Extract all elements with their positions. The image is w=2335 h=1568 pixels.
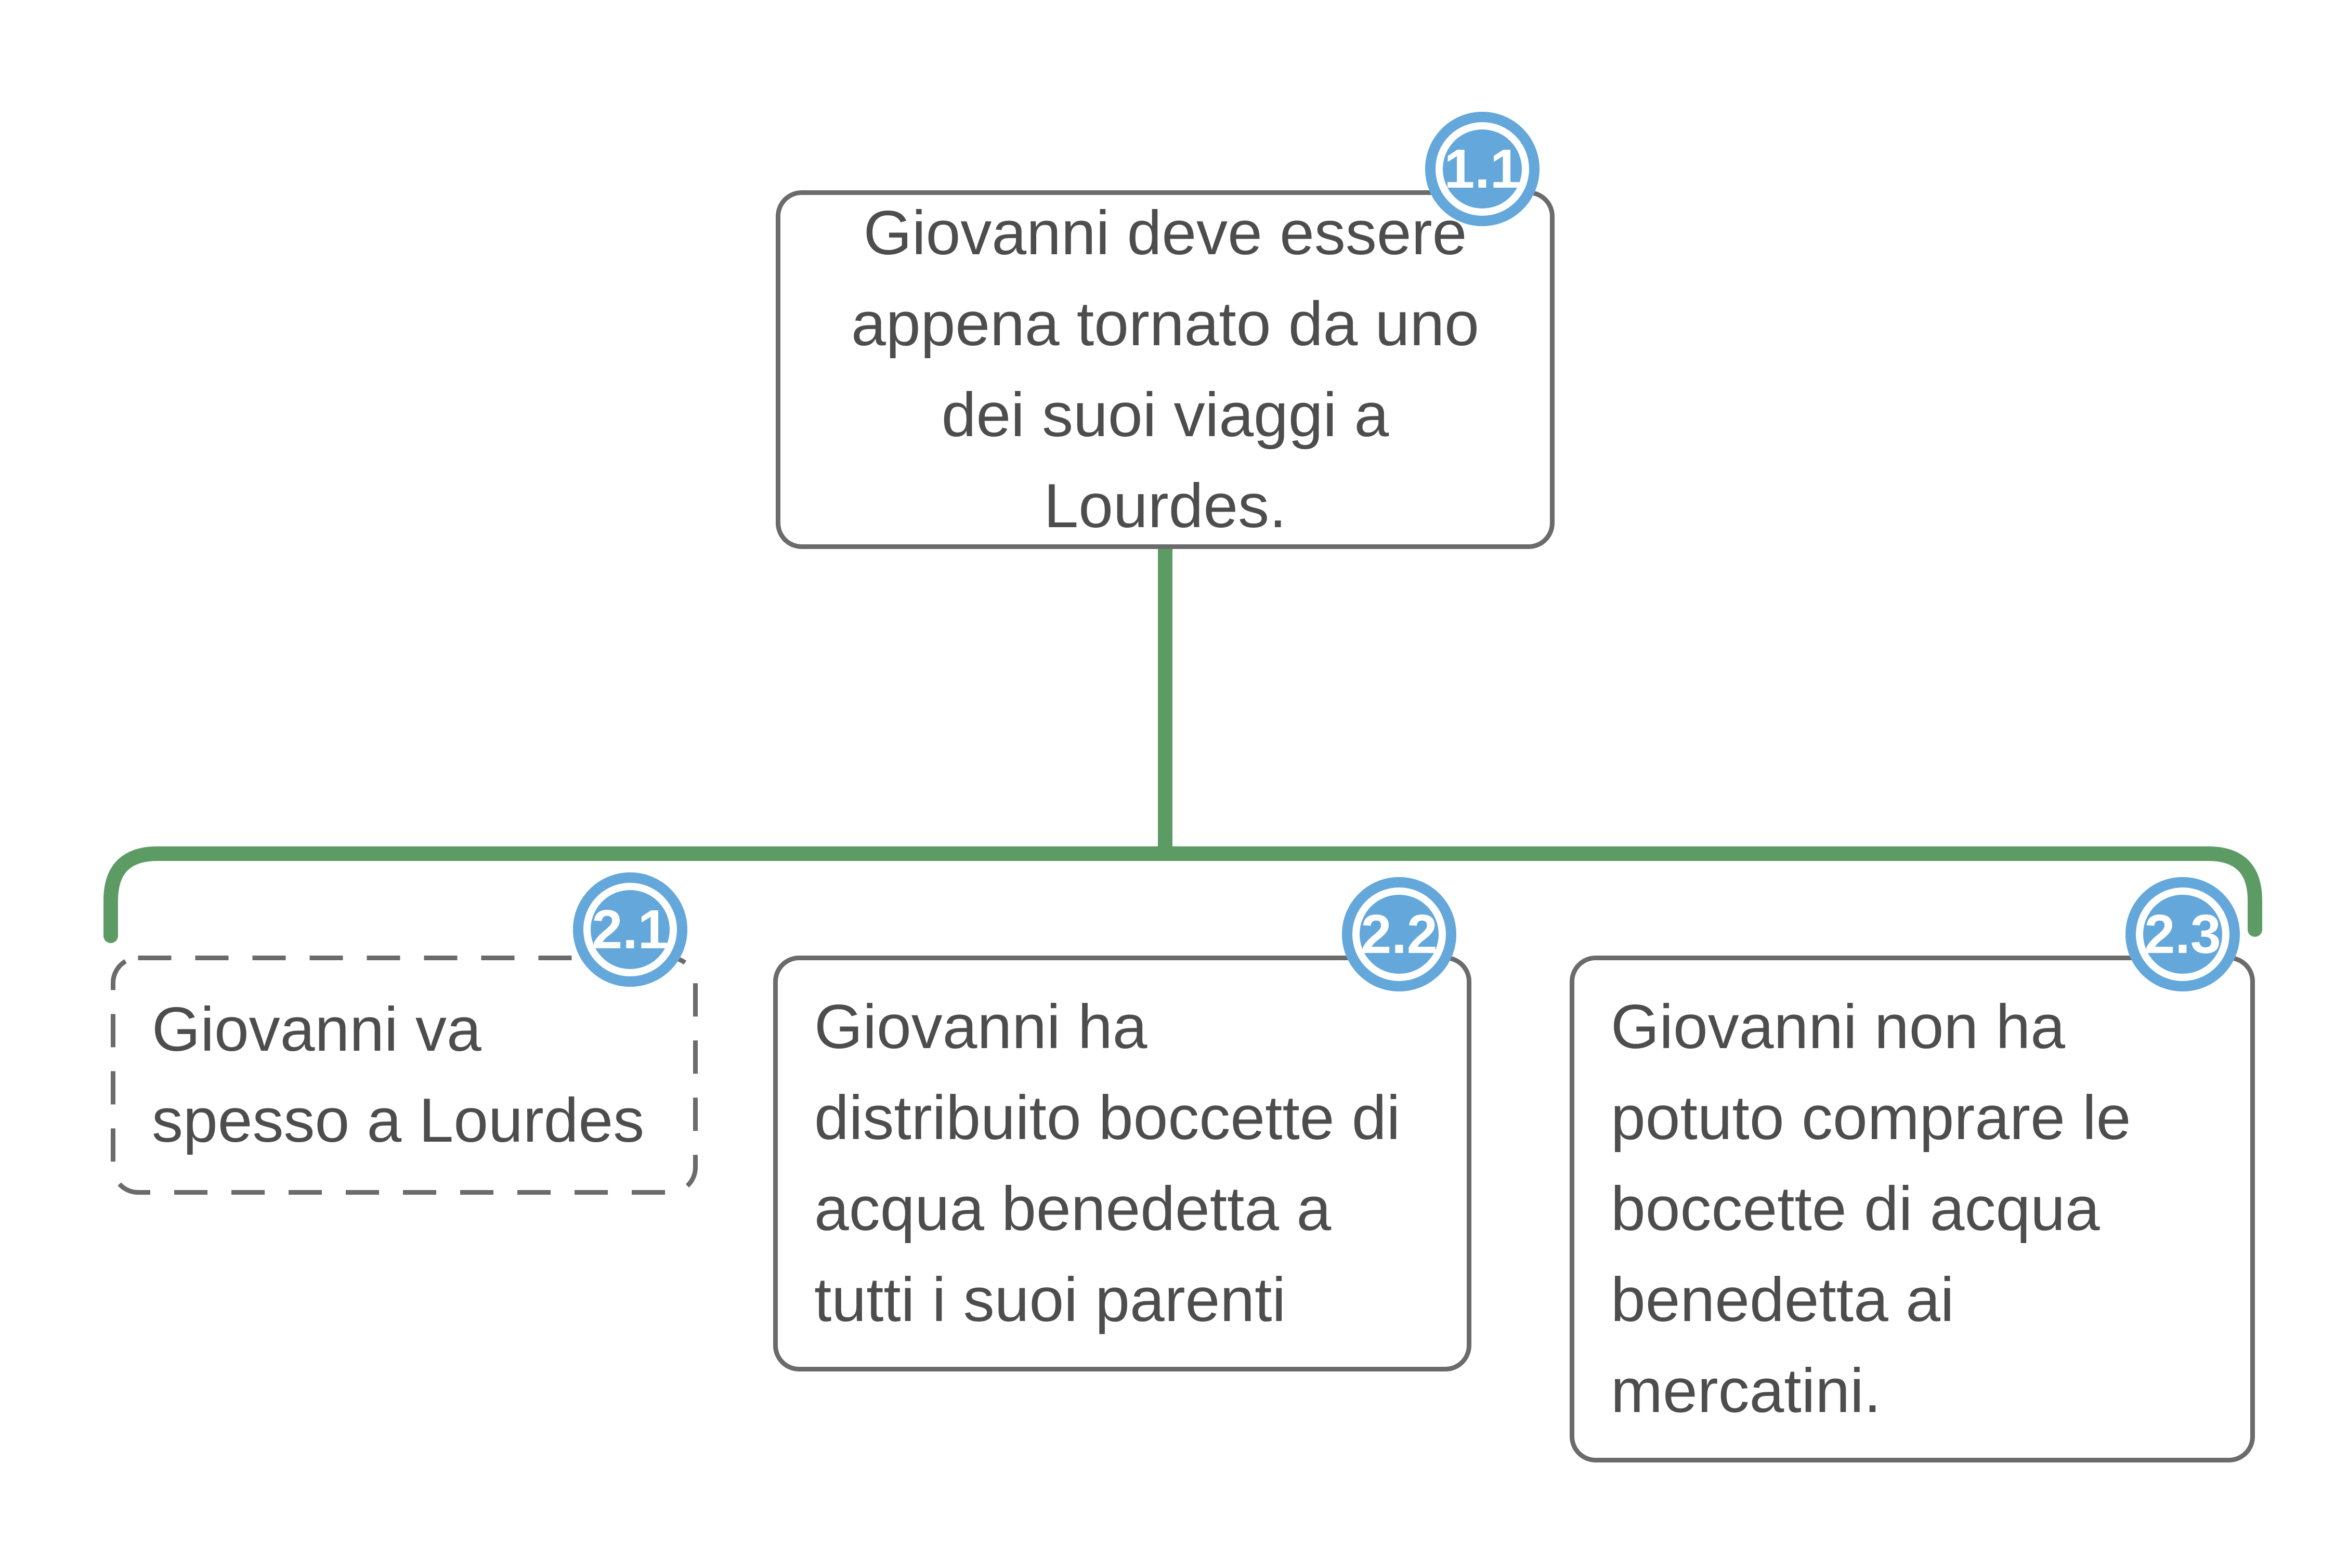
- premise-node-2-1[interactable]: Giovanni va spesso a Lourdes 2.1: [111, 872, 698, 1195]
- badge-label: 2.3: [2144, 904, 2221, 965]
- claim-node-text: Giovanni deve essere appena tornato da u…: [851, 198, 1479, 541]
- premise-node-text: Giovanni va spesso a Lourdes: [152, 995, 645, 1155]
- node-badge-2-3: 2.3: [2125, 877, 2240, 991]
- premise-node-2-3[interactable]: Giovanni non ha potuto comprare le bocce…: [1570, 877, 2255, 1462]
- premise-node-2-2[interactable]: Giovanni ha distribuito boccette di acqu…: [773, 877, 1471, 1371]
- node-badge-2-2: 2.2: [1342, 877, 1456, 991]
- node-badge-2-1: 2.1: [573, 872, 687, 987]
- premise-node-text: Giovanni ha distribuito boccette di acqu…: [814, 992, 1401, 1335]
- badge-label: 2.2: [1361, 904, 1438, 965]
- badge-label: 1.1: [1444, 138, 1521, 200]
- connector-bracket: [103, 846, 2262, 943]
- claim-node-1-1[interactable]: Giovanni deve essere appena tornato da u…: [776, 112, 1555, 549]
- premise-node-text: Giovanni non ha potuto comprare le bocce…: [1611, 992, 2131, 1426]
- badge-label: 2.1: [592, 899, 669, 960]
- node-badge-1-1: 1.1: [1425, 112, 1540, 226]
